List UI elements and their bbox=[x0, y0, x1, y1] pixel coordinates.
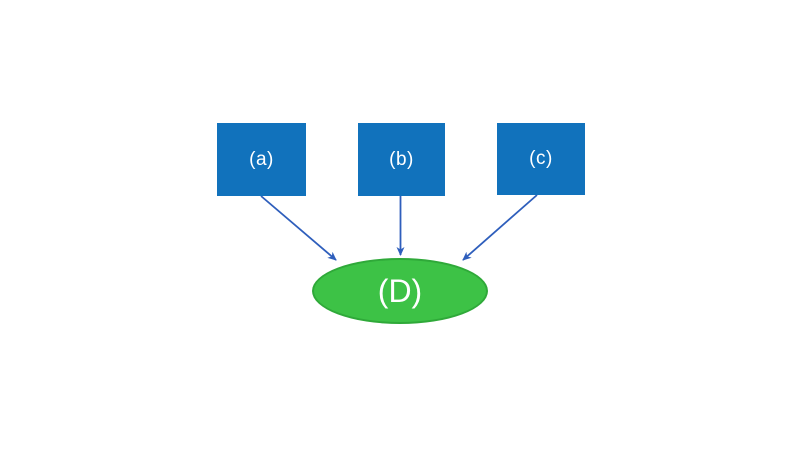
edge-a-to-d-arrow bbox=[260, 195, 337, 261]
node-a-rectangle: (a) bbox=[217, 123, 306, 196]
node-c-label: (c) bbox=[529, 148, 553, 169]
node-b-label: (b) bbox=[389, 148, 414, 170]
node-b-rectangle: (b) bbox=[358, 123, 445, 196]
node-c-rectangle: (c) bbox=[497, 123, 585, 195]
edge-c-to-d-arrow bbox=[462, 194, 538, 261]
node-a-label: (a) bbox=[249, 148, 274, 170]
node-d-label: (D) bbox=[377, 272, 423, 309]
node-d-ellipse: (D) bbox=[312, 258, 488, 324]
